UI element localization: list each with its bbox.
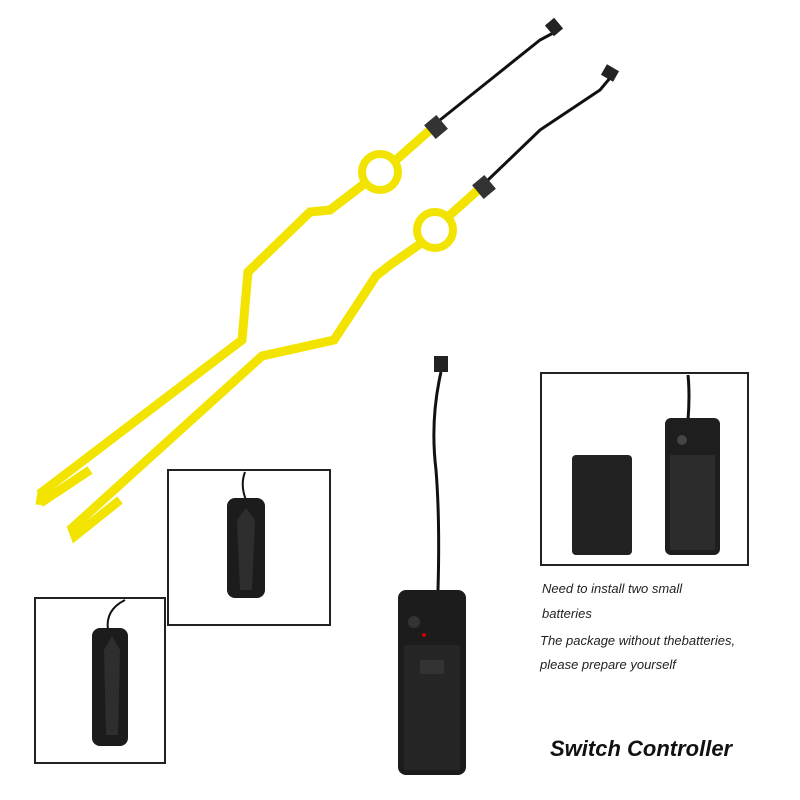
battery-note-line3: The package without thebatteries, (540, 633, 736, 648)
product-caption: Switch Controller (550, 736, 733, 761)
detail-box-middle (167, 469, 331, 626)
detail-box-right (540, 372, 749, 566)
el-wire-1 (35, 126, 433, 507)
detail-box-left (34, 597, 166, 764)
switch-controller (398, 356, 466, 775)
battery-cover (572, 455, 632, 555)
power-button (408, 616, 420, 628)
el-wire-2 (66, 186, 481, 544)
wire-connector-1 (424, 17, 564, 140)
battery-note-line2: batteries (542, 606, 592, 621)
battery-note-line4: please prepare yourself (540, 657, 676, 672)
battery-note-line1: Need to install two small (542, 581, 683, 596)
wire-connector-2 (472, 64, 620, 200)
